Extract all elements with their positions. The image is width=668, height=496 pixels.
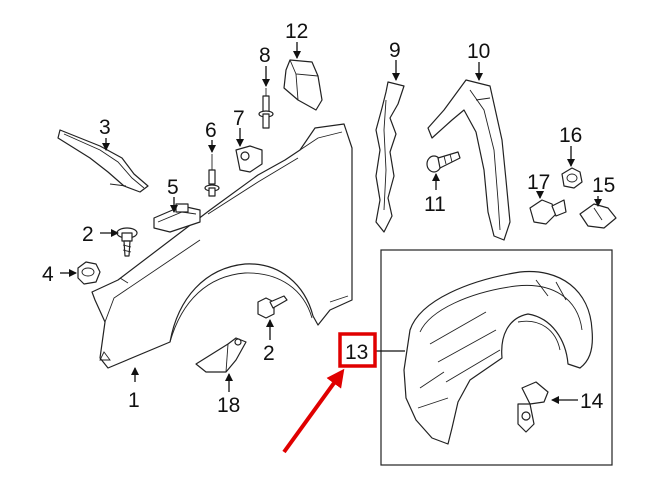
highlight-box	[338, 332, 377, 368]
bolt-8-part	[258, 88, 274, 129]
callout-2a: 2	[82, 223, 94, 246]
clip-15-part	[579, 203, 617, 229]
callout-16: 16	[559, 124, 582, 147]
bolt-2b-part	[257, 295, 288, 319]
nut-4-part	[77, 261, 101, 285]
highlight-13: 13	[282, 332, 377, 454]
callout-9: 9	[389, 39, 401, 62]
pin-part	[204, 154, 220, 197]
clip-17-part	[529, 199, 567, 225]
fender-liner-13-part	[403, 270, 593, 445]
seal-strip-9-part	[375, 81, 405, 233]
leader-lines	[60, 42, 602, 404]
fender-part	[91, 123, 353, 369]
callout-10: 10	[467, 40, 490, 63]
nut-16-part	[561, 167, 583, 189]
callout-7: 7	[233, 107, 245, 130]
callout-17: 17	[527, 171, 550, 194]
callout-18: 18	[217, 394, 240, 417]
callout-3: 3	[99, 116, 111, 139]
callout-13: 13	[345, 341, 368, 364]
callout-14: 14	[580, 390, 604, 413]
bracket-strip-part	[57, 129, 149, 193]
callout-2b: 2	[263, 342, 275, 365]
bracket-18-part	[195, 337, 247, 373]
callout-labels: 1 2 2 3 4 5 6 7 8 9 10 11 12 14 15 16 17…	[42, 20, 615, 417]
clip-14-part	[517, 381, 549, 433]
callout-15: 15	[592, 174, 615, 197]
block-12-part	[283, 59, 323, 111]
highlight-arrow	[282, 368, 345, 454]
clip-bracket-part	[235, 145, 263, 173]
callout-4: 4	[42, 263, 54, 286]
screw-2a-part	[116, 227, 138, 257]
clip-block-part	[153, 203, 201, 233]
callout-11: 11	[424, 193, 446, 216]
screw-11-part	[426, 151, 461, 173]
callout-5: 5	[167, 176, 179, 199]
callout-8: 8	[259, 44, 271, 67]
callout-12: 12	[285, 20, 308, 43]
liner-strip-10-part	[427, 79, 511, 241]
callout-1: 1	[128, 389, 140, 412]
callout-6: 6	[205, 119, 217, 142]
